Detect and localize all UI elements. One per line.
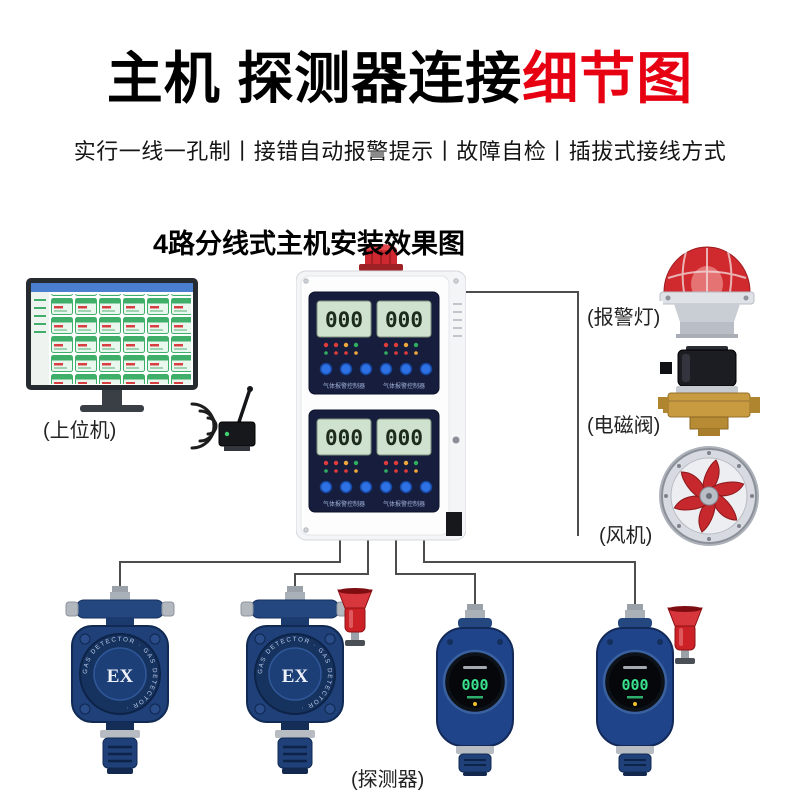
detector-label: (探测器) xyxy=(348,763,428,792)
line-to-detector-1 xyxy=(119,540,341,602)
lcd-display xyxy=(376,300,432,338)
alarm-cage xyxy=(667,248,747,293)
status-led-row xyxy=(323,342,419,355)
valve-port-left xyxy=(658,397,668,413)
panel-caption: 气体报警控制器 xyxy=(383,382,425,390)
junction-bar xyxy=(250,599,340,619)
gas-detector-2: GAS DETECTOR · GAS DETECTOR · EX xyxy=(240,586,350,774)
display-value: 000 xyxy=(621,676,648,694)
page-title: 主机 探测器连接细节图 xyxy=(0,34,800,115)
sensor-collar xyxy=(100,730,140,738)
conduit-fitting xyxy=(625,610,645,618)
gas-detector-4: 000 xyxy=(596,604,674,776)
controller-panel-1: 000 000 气体报警控制器 气体报警控制器 xyxy=(308,291,440,395)
sensor-collar xyxy=(616,746,654,754)
fan-impeller xyxy=(673,459,745,533)
controller-beacon-icon xyxy=(359,244,403,271)
control-button-row xyxy=(319,362,433,376)
page-subtitle: 实行一线一孔制丨接错自动报警提示丨故障自检丨插拔式接线方式 xyxy=(73,139,727,164)
conduit-fitting xyxy=(465,610,485,618)
gas-detector-3: 000 xyxy=(436,604,514,776)
junction-bar xyxy=(75,599,165,619)
valve-cable-gland xyxy=(660,362,672,374)
panel-caption: 气体报警控制器 xyxy=(323,500,365,508)
fan-label: (风机) xyxy=(596,519,656,548)
line-to-detector-3 xyxy=(395,540,476,618)
wireless-module-icon xyxy=(218,386,256,451)
control-button-row xyxy=(319,480,433,494)
monitor-sidebar xyxy=(31,292,49,385)
monitor-base xyxy=(80,405,144,412)
line-to-accessories xyxy=(466,291,579,536)
side-vents xyxy=(453,303,462,337)
lcd-display xyxy=(376,418,432,456)
lcd-display xyxy=(316,300,372,338)
monitor-sidebar-items xyxy=(34,299,46,333)
alarm-flange xyxy=(659,291,755,305)
lcd-value: 000 xyxy=(325,426,363,450)
alarm-base-upper xyxy=(674,304,740,322)
sensor-head xyxy=(618,753,652,773)
status-led-row xyxy=(323,460,419,473)
alarm-horn-icon xyxy=(337,588,373,646)
solenoid-valve-illustration xyxy=(658,346,760,436)
corner-bolts xyxy=(79,633,161,715)
line-to-detector-4 xyxy=(423,540,636,618)
conduit-fitting xyxy=(110,592,130,600)
key-lock xyxy=(452,436,460,444)
panel-caption: 气体报警控制器 xyxy=(323,382,365,390)
valve-brass-body xyxy=(667,392,751,418)
monitor-illustration xyxy=(26,278,198,412)
alarm-horn-icon xyxy=(667,606,703,664)
conduit-fitting xyxy=(285,592,305,600)
section-title: 4路分线式主机安装效果图 xyxy=(152,229,465,259)
alarm-light-label: (报警灯) xyxy=(584,301,664,330)
alarm-light-illustration xyxy=(659,246,755,338)
corner-bolts xyxy=(254,633,336,715)
monitor-titlebar xyxy=(31,283,193,292)
display-screen xyxy=(449,656,501,708)
valve-port-right xyxy=(750,397,760,413)
panel-caption: 气体报警控制器 xyxy=(383,500,425,508)
monitor-channel-grid xyxy=(49,294,191,384)
lcd-display xyxy=(316,418,372,456)
ex-mark: EX xyxy=(282,666,309,687)
lcd-value: 000 xyxy=(385,308,423,332)
power-connector xyxy=(446,512,462,536)
sensor-collar xyxy=(275,730,315,738)
lcd-value: 000 xyxy=(325,308,363,332)
page-title-accent: 细节图 xyxy=(522,47,694,110)
wifi-signal-icon xyxy=(190,402,218,450)
lcd-value: 000 xyxy=(385,426,423,450)
ex-mark: EX xyxy=(107,666,134,687)
top-collar xyxy=(458,618,492,628)
solenoid-valve-label: (电磁阀) xyxy=(584,409,664,438)
display-value: 000 xyxy=(461,676,488,694)
controller-illustration: 000 000 气体报警控制器 气体报警控制器 000 000 xyxy=(296,244,466,541)
fan-bolts xyxy=(664,451,754,541)
sensor-collar xyxy=(456,746,494,754)
monitor-stand xyxy=(102,390,122,405)
host-computer-label: (上位机) xyxy=(40,414,120,443)
display-screen xyxy=(609,656,661,708)
sensor-head xyxy=(458,753,492,773)
page-title-main: 主机 探测器连接 xyxy=(106,47,523,110)
fan-illustration xyxy=(659,446,759,546)
alarm-base-lower xyxy=(680,322,734,334)
controller-panel-2: 000 000 气体报警控制器 气体报警控制器 xyxy=(308,409,440,513)
top-collar xyxy=(618,618,652,628)
gas-detector-1: GAS DETECTOR · GAS DETECTOR · EX xyxy=(65,586,175,774)
